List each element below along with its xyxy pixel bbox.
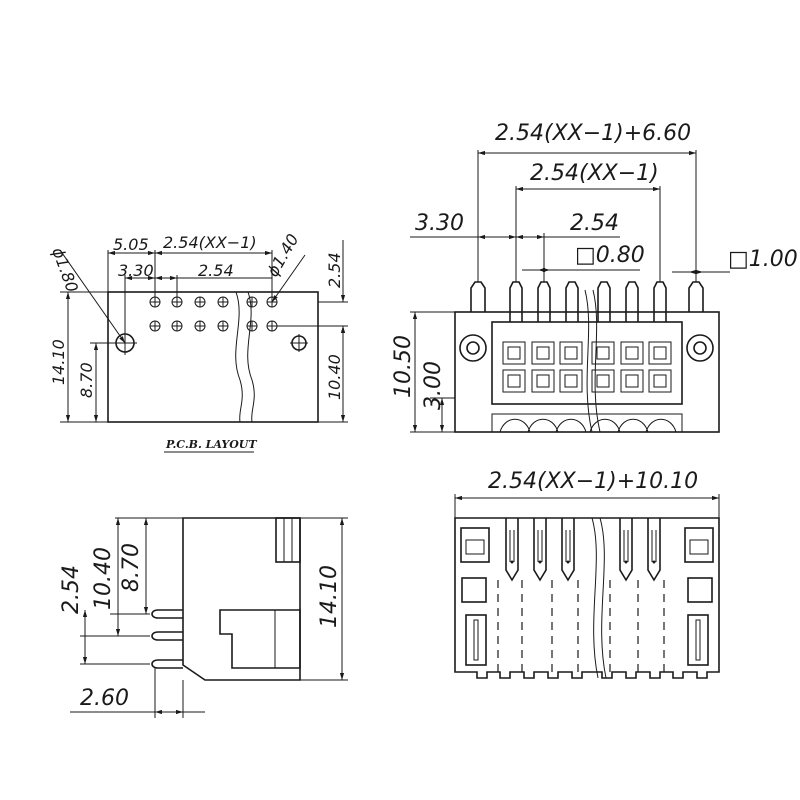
- side-pins: [151, 609, 183, 669]
- dim-3-00: 3.00: [421, 361, 446, 410]
- front-housing: [454, 311, 720, 433]
- dim-total-width-bottom: 2.54(XX−1)+10.10: [488, 469, 698, 494]
- pcb-outline: [107, 291, 319, 423]
- front-peg-right: [686, 334, 714, 362]
- dim-pin-square-1-00: □1.00: [728, 247, 798, 272]
- dim-10-40: 10.40: [325, 354, 344, 400]
- dim-2-54-vert: 2.54: [325, 252, 344, 288]
- dim-10-40-side: 10.40: [91, 547, 116, 610]
- dim-total-width: 2.54(XX−1)+6.60: [495, 121, 691, 146]
- dim-3-30-front: 3.30: [415, 211, 464, 236]
- dim-14-10-side: 14.10: [317, 565, 342, 628]
- bottom-housing: [454, 517, 720, 679]
- dim-pin-square-0-80: □0.80: [575, 243, 645, 268]
- dim-2-54-side: 2.54: [59, 565, 84, 614]
- contact-windows: [502, 341, 672, 393]
- dim-diameter-1-80: ϕ1.80: [48, 245, 82, 295]
- pcb-layout-title: P.C.B. LAYOUT: [165, 438, 257, 451]
- dim-8-70: 8.70: [77, 362, 96, 398]
- dim-5-05: 5.05: [113, 235, 149, 254]
- dim-span-width: 2.54(XX−1): [530, 161, 659, 186]
- hidden-lines: [497, 580, 665, 672]
- front-view: 2.54(XX−1)+6.60 2.54(XX−1) 3.30 2.54 □0.…: [391, 121, 798, 433]
- dim-8-70-side: 8.70: [119, 543, 144, 592]
- bottom-contacts: [505, 518, 661, 582]
- side-housing: [182, 517, 301, 681]
- side-view: 2.54 10.40 8.70 14.10 2.60: [59, 517, 348, 718]
- dim-2-54: 2.54: [198, 261, 234, 280]
- front-peg-left: [459, 334, 487, 362]
- dim-3-30: 3.30: [118, 261, 154, 280]
- pin-holes: [149, 296, 278, 332]
- dim-14-10: 14.10: [49, 339, 68, 385]
- dim-pitch-front: 2.54: [570, 211, 619, 236]
- pcb-layout-view: 5.05 2.54(XX−1) 3.30 2.54 ϕ1.80 ϕ1.40 2.…: [48, 231, 348, 453]
- dim-pitch-expr: 2.54(XX−1): [163, 233, 257, 252]
- dim-10-50: 10.50: [391, 335, 416, 398]
- dim-diameter-1-40: ϕ1.40: [263, 231, 303, 280]
- bottom-view: 2.54(XX−1)+10.10: [454, 469, 720, 679]
- dim-2-60: 2.60: [80, 686, 129, 711]
